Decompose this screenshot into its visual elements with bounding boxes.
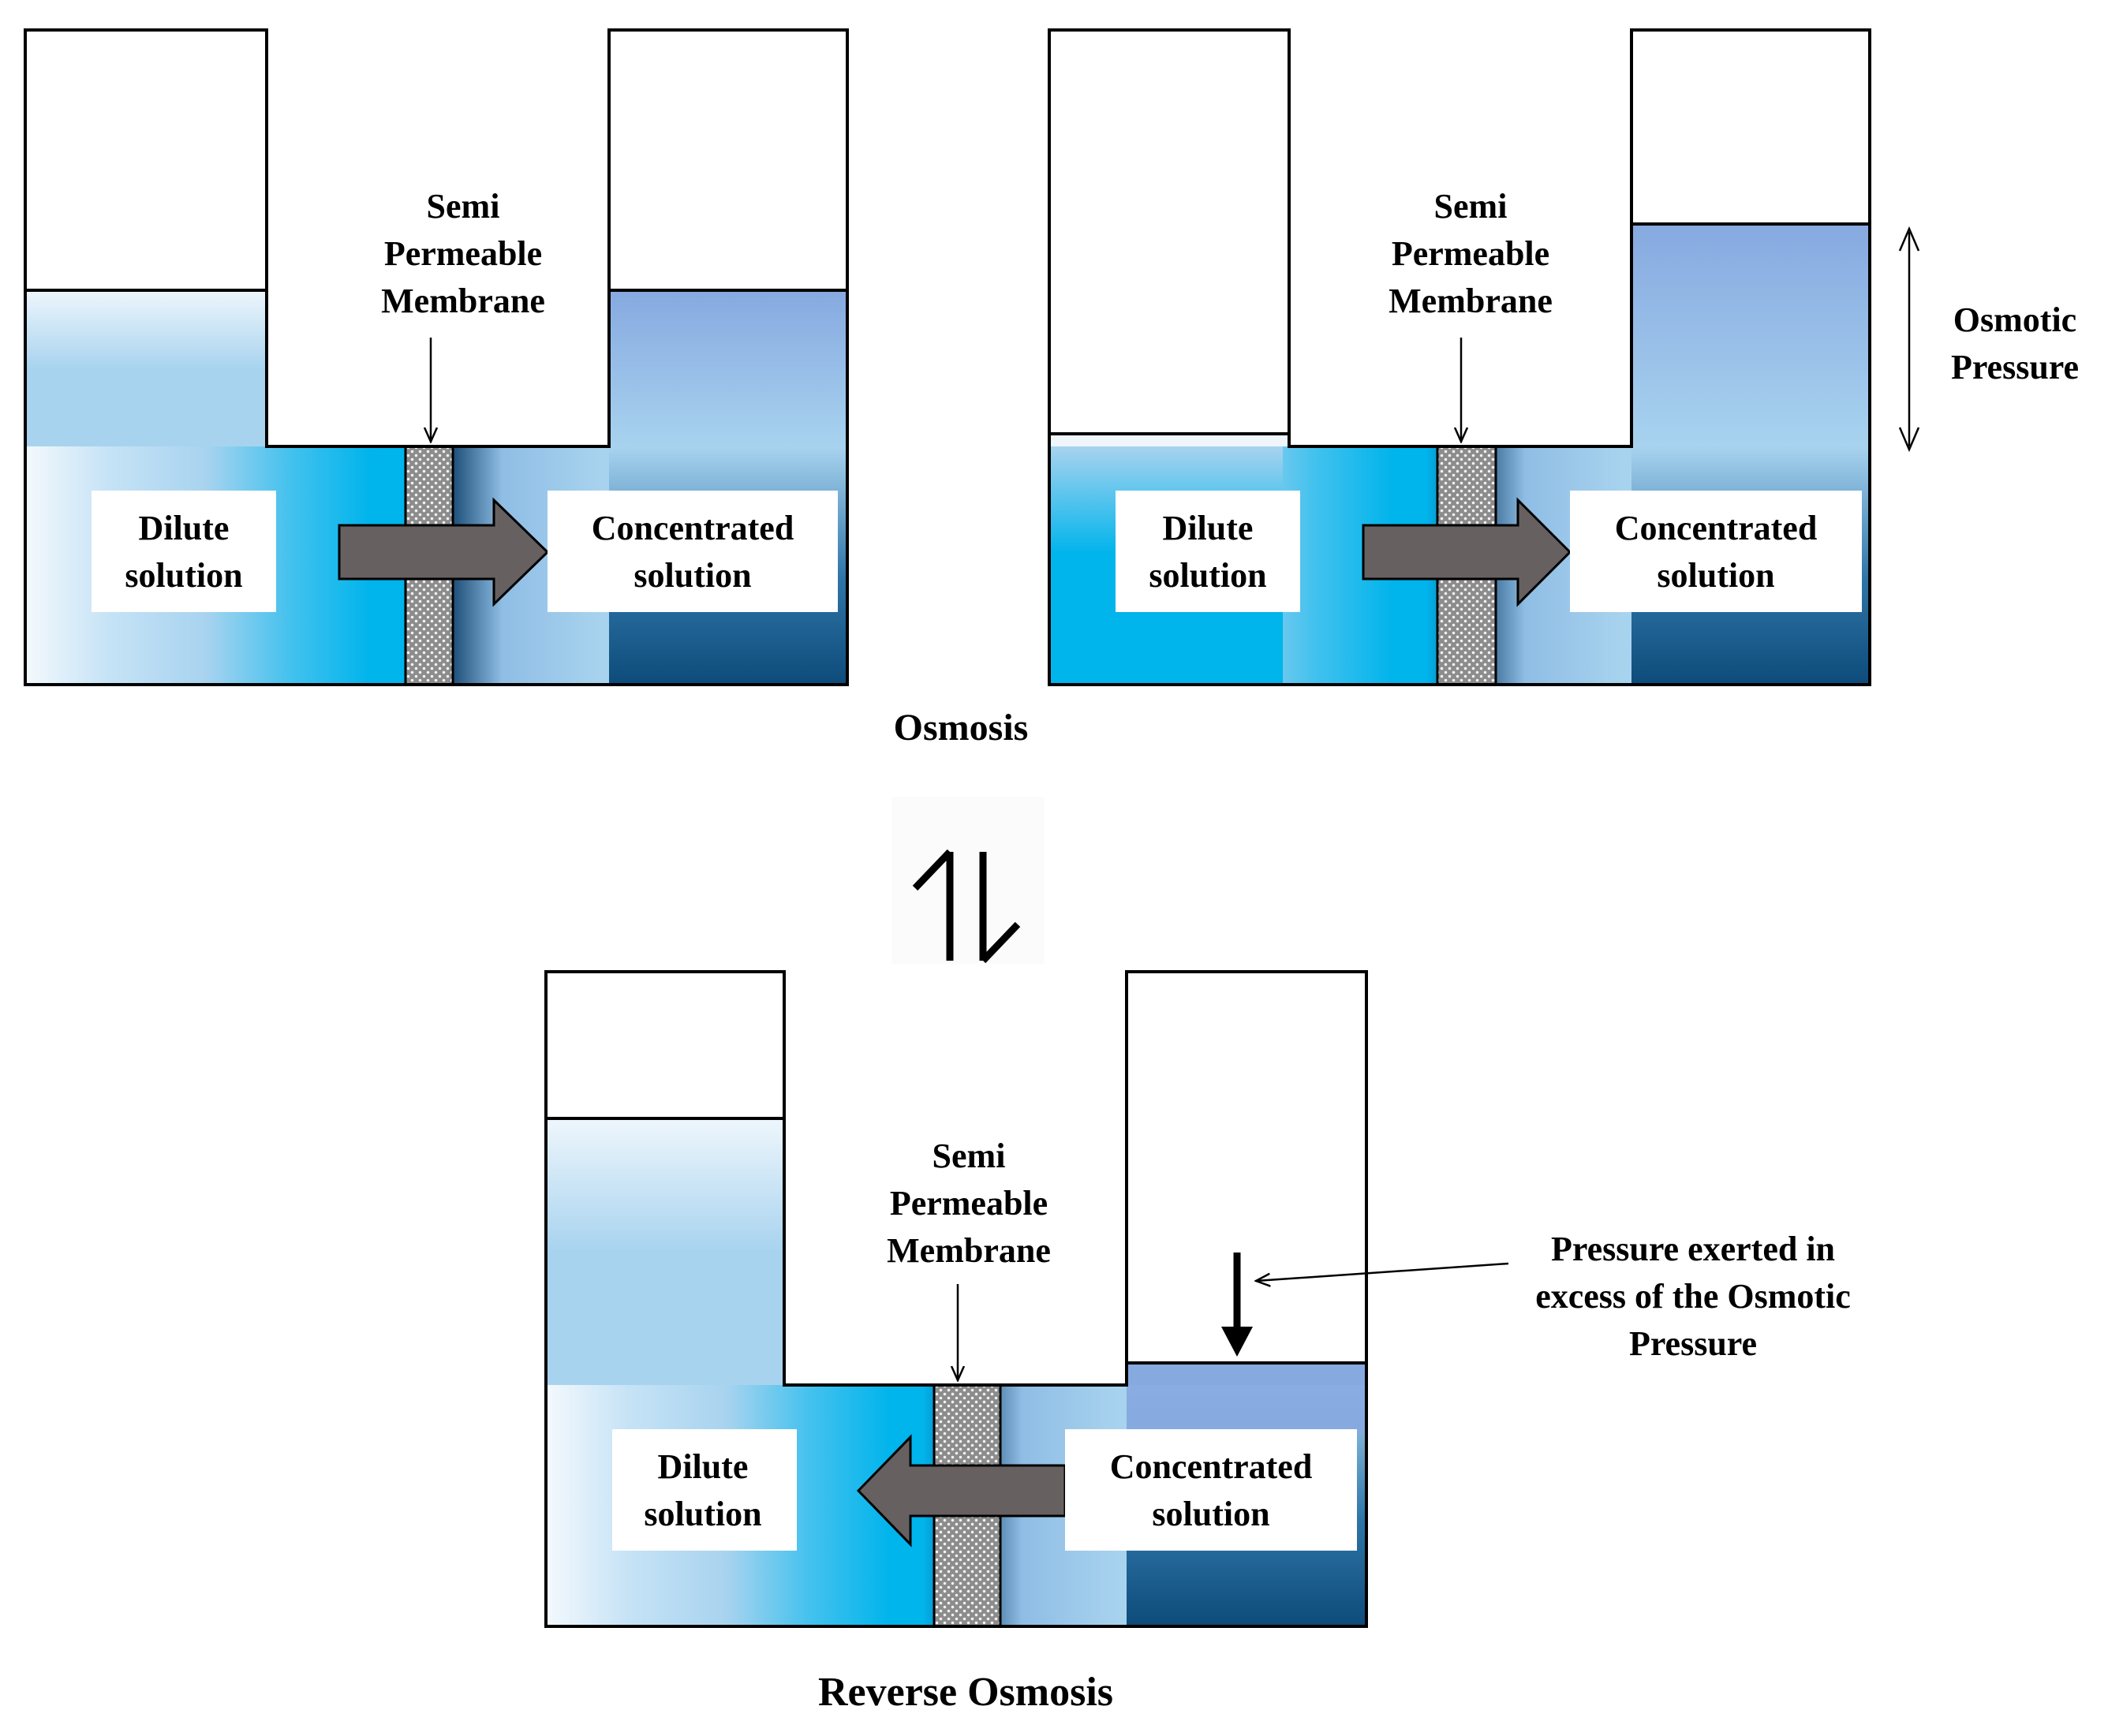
membrane-label-line2: Permeable xyxy=(1392,234,1549,273)
osmosis-start-diagram: Dilute solution Concentrated solution Se… xyxy=(24,28,849,686)
flow-arrow-left xyxy=(856,1434,1067,1547)
membrane-label-line2: Permeable xyxy=(890,1184,1048,1223)
concentrated-label-line1: Concentrated xyxy=(1615,509,1818,547)
membrane-label-line1: Semi xyxy=(933,1137,1006,1175)
pressure-label-line2: excess of the Osmotic xyxy=(1535,1277,1851,1316)
flow-arrow-right xyxy=(1362,497,1572,607)
applied-pressure-arrow xyxy=(1221,1253,1253,1357)
dilute-label-box xyxy=(1116,491,1300,612)
flow-arrow-right xyxy=(338,497,550,607)
concentrated-label-box xyxy=(1065,1429,1357,1551)
osmotic-pressure-label-line2: Pressure xyxy=(1951,348,2079,386)
reverse-osmosis-diagram: Dilute solution Concentrated solution Se… xyxy=(544,970,1851,1628)
pressure-label-line1: Pressure exerted in xyxy=(1551,1230,1835,1268)
membrane-label-line3: Membrane xyxy=(887,1231,1051,1270)
u-tube-outline xyxy=(1048,28,1871,686)
membrane-label-line3: Membrane xyxy=(1389,282,1553,320)
dilute-label-box xyxy=(612,1429,797,1551)
concentrated-label-line1: Concentrated xyxy=(1110,1447,1313,1486)
membrane-label-line2: Permeable xyxy=(384,234,542,273)
concentrated-top-water xyxy=(1127,1363,1366,1434)
u-tube-outline xyxy=(544,970,1368,1628)
osmosis-equilibrium-diagram: Dilute solution Concentrated solution Se… xyxy=(1048,28,2079,686)
concentrated-label-line2: solution xyxy=(634,556,751,595)
osmosis-caption: Osmosis xyxy=(894,707,1029,749)
concentrated-label-line2: solution xyxy=(1152,1495,1269,1533)
dilute-label-line1: Dilute xyxy=(658,1447,749,1486)
membrane-label-line1: Semi xyxy=(1434,187,1508,226)
u-tube-outline xyxy=(24,28,849,686)
dilute-column-water xyxy=(546,1118,784,1385)
pressure-label-pointer xyxy=(1256,1262,1509,1281)
concentrated-column-water xyxy=(609,290,847,448)
concentrated-label-line1: Concentrated xyxy=(592,509,794,547)
equilibrium-harpoons-icon xyxy=(891,797,1045,964)
membrane-label-line3: Membrane xyxy=(381,282,545,320)
reverse-osmosis-caption: Reverse Osmosis xyxy=(818,1670,1113,1715)
dilute-label-line1: Dilute xyxy=(139,509,230,547)
dilute-label-line2: solution xyxy=(1149,556,1266,595)
concentrated-column-water xyxy=(1631,224,1870,448)
osmotic-pressure-label-line1: Osmotic xyxy=(1953,301,2076,339)
dilute-label-box xyxy=(92,491,276,612)
membrane-label-line1: Semi xyxy=(427,187,500,226)
dilute-label-line2: solution xyxy=(644,1495,761,1533)
dilute-label-line1: Dilute xyxy=(1163,509,1254,547)
concentrated-label-line2: solution xyxy=(1657,556,1774,595)
dilute-column-water xyxy=(25,290,267,448)
osmotic-pressure-arrow xyxy=(1898,226,1920,453)
concentrated-label-box xyxy=(548,491,838,612)
dilute-label-line2: solution xyxy=(125,556,242,595)
dilute-column-water xyxy=(1049,434,1289,448)
pressure-label-line3: Pressure xyxy=(1629,1324,1757,1363)
concentrated-label-box xyxy=(1570,491,1862,612)
